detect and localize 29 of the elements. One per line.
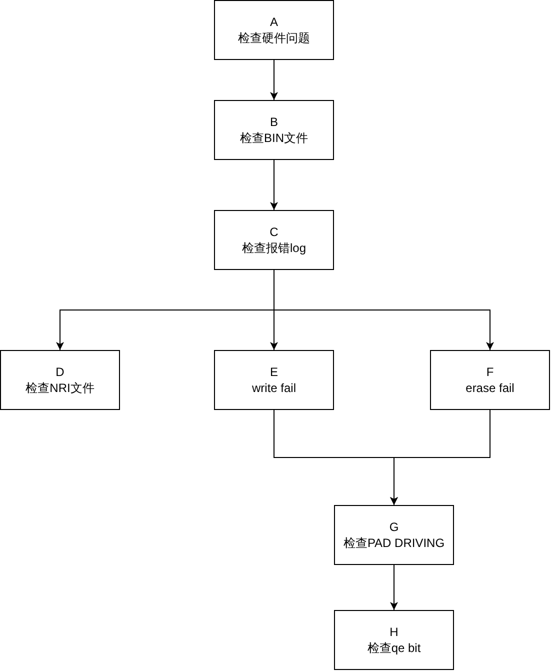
step-label: 检查BIN文件 <box>240 130 308 146</box>
arrow <box>270 60 278 100</box>
step-label: 检查PAD DRIVING <box>343 535 445 551</box>
step-label: write fail <box>252 380 296 396</box>
step-letter: B <box>270 114 278 130</box>
step-label: 检查qe bit <box>367 640 421 656</box>
process-box <box>214 0 334 60</box>
process-box <box>214 100 334 160</box>
step-label: 检查NRI文件 <box>26 380 94 396</box>
step-letter: H <box>390 624 398 640</box>
step-letter: A <box>270 14 278 30</box>
arrow <box>270 160 278 210</box>
process-box <box>334 610 454 670</box>
step-letter: E <box>270 364 278 380</box>
step-label: 检查报错log <box>242 240 306 256</box>
arrow <box>390 564 398 610</box>
step-label: erase fail <box>466 380 514 396</box>
step-label: 检查硬件问题 <box>238 30 310 46</box>
arrow <box>390 410 490 506</box>
process-box <box>214 350 334 410</box>
process-box <box>334 505 454 565</box>
process-box <box>430 350 550 410</box>
step-letter: G <box>389 519 399 535</box>
step-letter: C <box>270 224 278 240</box>
step-letter: F <box>486 364 494 380</box>
arrow <box>274 270 494 350</box>
step-letter: D <box>56 364 64 380</box>
process-box <box>214 210 334 270</box>
process-box <box>0 350 120 410</box>
